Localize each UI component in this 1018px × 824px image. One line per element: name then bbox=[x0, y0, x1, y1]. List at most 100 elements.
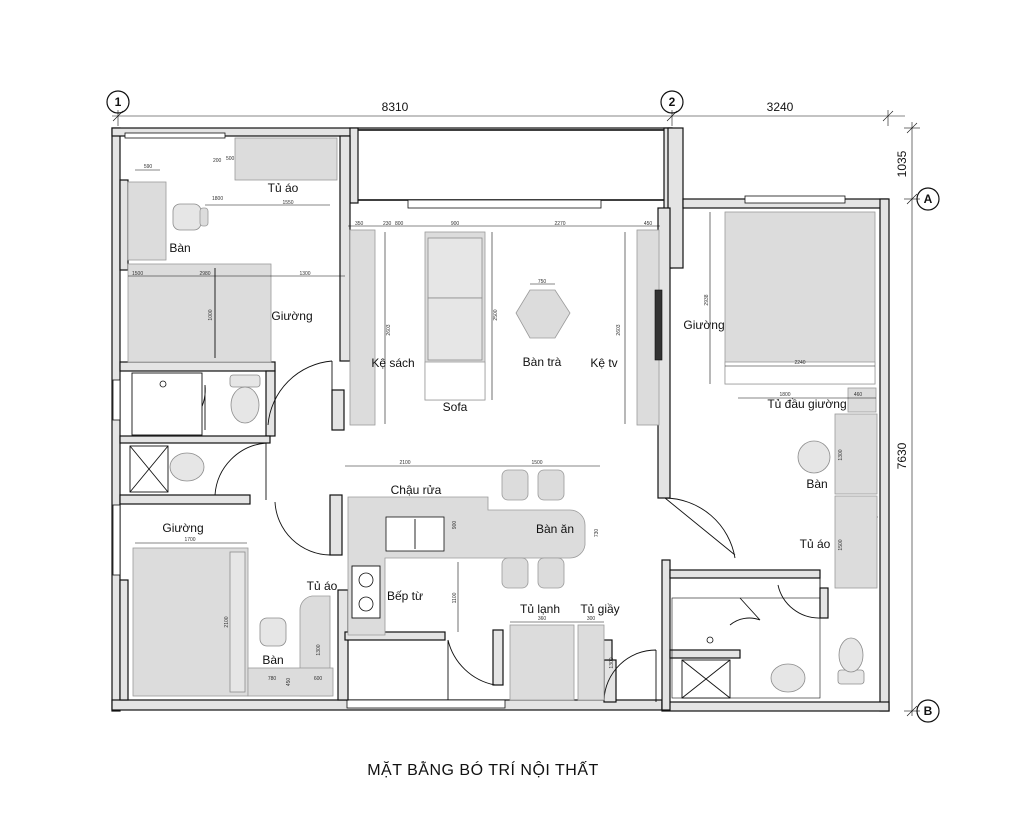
bedroom-1: Tủ áo Bàn Giường 590 200 500 1800 1550 2… bbox=[127, 137, 345, 363]
label-coffee-table: Bàn trà bbox=[523, 355, 562, 369]
label-bed2-desk: Bàn bbox=[262, 653, 283, 667]
dim-460: 460 bbox=[854, 392, 863, 398]
label-bed1-desk: Bàn bbox=[169, 241, 190, 255]
bed2-desk bbox=[247, 667, 334, 697]
shoe-cabinet bbox=[577, 624, 605, 701]
dim-2980: 2980 bbox=[199, 271, 210, 277]
label-bed2-bed: Giường bbox=[162, 521, 203, 535]
dim-1500: 1500 bbox=[132, 271, 143, 277]
dim-2270: 2270 bbox=[554, 221, 565, 227]
label-nightstand: Tủ đầu giường bbox=[767, 397, 846, 411]
axis-label-B: B bbox=[924, 704, 933, 718]
dim-1300b: 1300 bbox=[838, 449, 844, 460]
label-bed1-bed: Giường bbox=[271, 309, 312, 323]
bed2-bed bbox=[132, 547, 249, 697]
plan-title: MẶT BẰNG BÓ TRÍ NỘI THẤT bbox=[367, 760, 599, 779]
coffee-table bbox=[515, 289, 571, 339]
dim-900: 900 bbox=[451, 221, 460, 227]
sink-1 bbox=[169, 452, 205, 482]
dim-590: 590 bbox=[144, 164, 153, 170]
dim-2100: 2100 bbox=[399, 460, 410, 466]
bathroom-1 bbox=[129, 372, 261, 493]
dim-780: 780 bbox=[268, 676, 277, 682]
dim-360: 360 bbox=[538, 616, 547, 622]
dim-1300c: 1300 bbox=[609, 657, 615, 668]
dim-1100: 1100 bbox=[452, 592, 458, 603]
dim-1550: 1550 bbox=[282, 200, 293, 206]
label-tv-shelf: Kệ tv bbox=[590, 356, 617, 370]
dim-1500c: 1500 bbox=[531, 460, 542, 466]
doors bbox=[179, 360, 821, 702]
stool-4 bbox=[537, 557, 565, 589]
dim-2603: 2603 bbox=[386, 324, 392, 335]
dim-2240: 2240 bbox=[794, 360, 805, 366]
bed3-desk bbox=[834, 413, 878, 495]
bed3-wardrobe bbox=[834, 495, 878, 589]
dim-1800: 1800 bbox=[212, 196, 223, 202]
bed2-chair bbox=[259, 617, 287, 647]
dim-200: 200 bbox=[213, 158, 222, 164]
dim-top-right: 3240 bbox=[767, 100, 794, 114]
dim-900b: 900 bbox=[452, 521, 458, 530]
kitchen: 2100 1500 Chậu rửa Bàn ăn 900 730 Bếp từ… bbox=[345, 460, 620, 701]
bathroom-2 bbox=[671, 597, 865, 699]
dim-500: 500 bbox=[226, 156, 235, 162]
dim-1500b: 1500 bbox=[838, 539, 844, 550]
nightstand bbox=[847, 387, 877, 413]
axis-label-2: 2 bbox=[669, 95, 676, 109]
dim-350: 350 bbox=[355, 221, 364, 227]
dim-2100b: 2100 bbox=[224, 616, 230, 627]
dim-1000: 1000 bbox=[208, 309, 214, 320]
dim-right-small: 1035 bbox=[895, 150, 909, 177]
stool-3 bbox=[501, 557, 529, 589]
bedroom-3: Giường 2938 2240 1800 460 Tủ đầu giường … bbox=[683, 211, 878, 589]
bed1-wardrobe bbox=[234, 137, 338, 181]
dim-1700: 1700 bbox=[184, 537, 195, 543]
label-bed2-wardrobe: Tủ áo bbox=[307, 579, 338, 593]
exterior-walls bbox=[111, 127, 890, 712]
dim-800: 800 bbox=[395, 221, 404, 227]
label-bed3-wardrobe: Tủ áo bbox=[800, 537, 831, 551]
label-bed1-wardrobe: Tủ áo bbox=[268, 181, 299, 195]
dim-right-big: 7630 bbox=[895, 442, 909, 469]
dim-2938: 2938 bbox=[704, 294, 710, 305]
label-sink: Chậu rửa bbox=[391, 483, 442, 497]
dim-top-left: 8310 bbox=[382, 100, 409, 114]
dim-230: 230 bbox=[383, 221, 392, 227]
dim-1300: 1300 bbox=[299, 271, 310, 277]
bed1-chair bbox=[172, 203, 202, 231]
dim-450b: 450 bbox=[286, 678, 292, 687]
bed1-desk bbox=[127, 181, 167, 261]
dim-450: 450 bbox=[644, 221, 653, 227]
label-hob: Bếp từ bbox=[387, 589, 423, 603]
bookshelf bbox=[349, 229, 376, 426]
induction-hob bbox=[351, 565, 381, 619]
dim-300: 300 bbox=[587, 616, 596, 622]
label-fridge: Tủ lạnh bbox=[520, 602, 560, 616]
label-dining: Bàn ăn bbox=[536, 522, 574, 536]
dim-730: 730 bbox=[594, 529, 600, 538]
bedroom-2: Giường 1700 2100 Tủ áo 1300 Bàn 780 450 … bbox=[132, 521, 338, 697]
axis-label-A: A bbox=[924, 192, 933, 206]
axis-label-1: 1 bbox=[115, 95, 122, 109]
dim-1300d: 1300 bbox=[316, 644, 322, 655]
dim-2500: 2500 bbox=[493, 309, 499, 320]
interior-walls bbox=[119, 135, 829, 703]
axis-markers: 1 2 A B 8310 3240 1035 7630 bbox=[106, 90, 940, 723]
bed1-bed bbox=[127, 263, 272, 363]
dim-1800b: 1800 bbox=[779, 392, 790, 398]
stool-1 bbox=[501, 469, 529, 501]
toilet-tank-1 bbox=[229, 374, 261, 388]
toilet-2 bbox=[838, 637, 864, 673]
dim-750: 750 bbox=[538, 279, 547, 285]
label-bed3-desk: Bàn bbox=[806, 477, 827, 491]
sink-2 bbox=[770, 663, 806, 693]
label-bookshelf: Kệ sách bbox=[371, 356, 414, 370]
label-shoe-cabinet: Tủ giầy bbox=[580, 602, 619, 616]
toilet-1 bbox=[230, 386, 260, 424]
stool-2 bbox=[537, 469, 565, 501]
living-room: Kệ sách Sofa Bàn trà Kệ tv 350 230 800 9… bbox=[348, 221, 663, 426]
dim-600b: 600 bbox=[314, 676, 323, 682]
bed3-chair bbox=[797, 440, 831, 474]
